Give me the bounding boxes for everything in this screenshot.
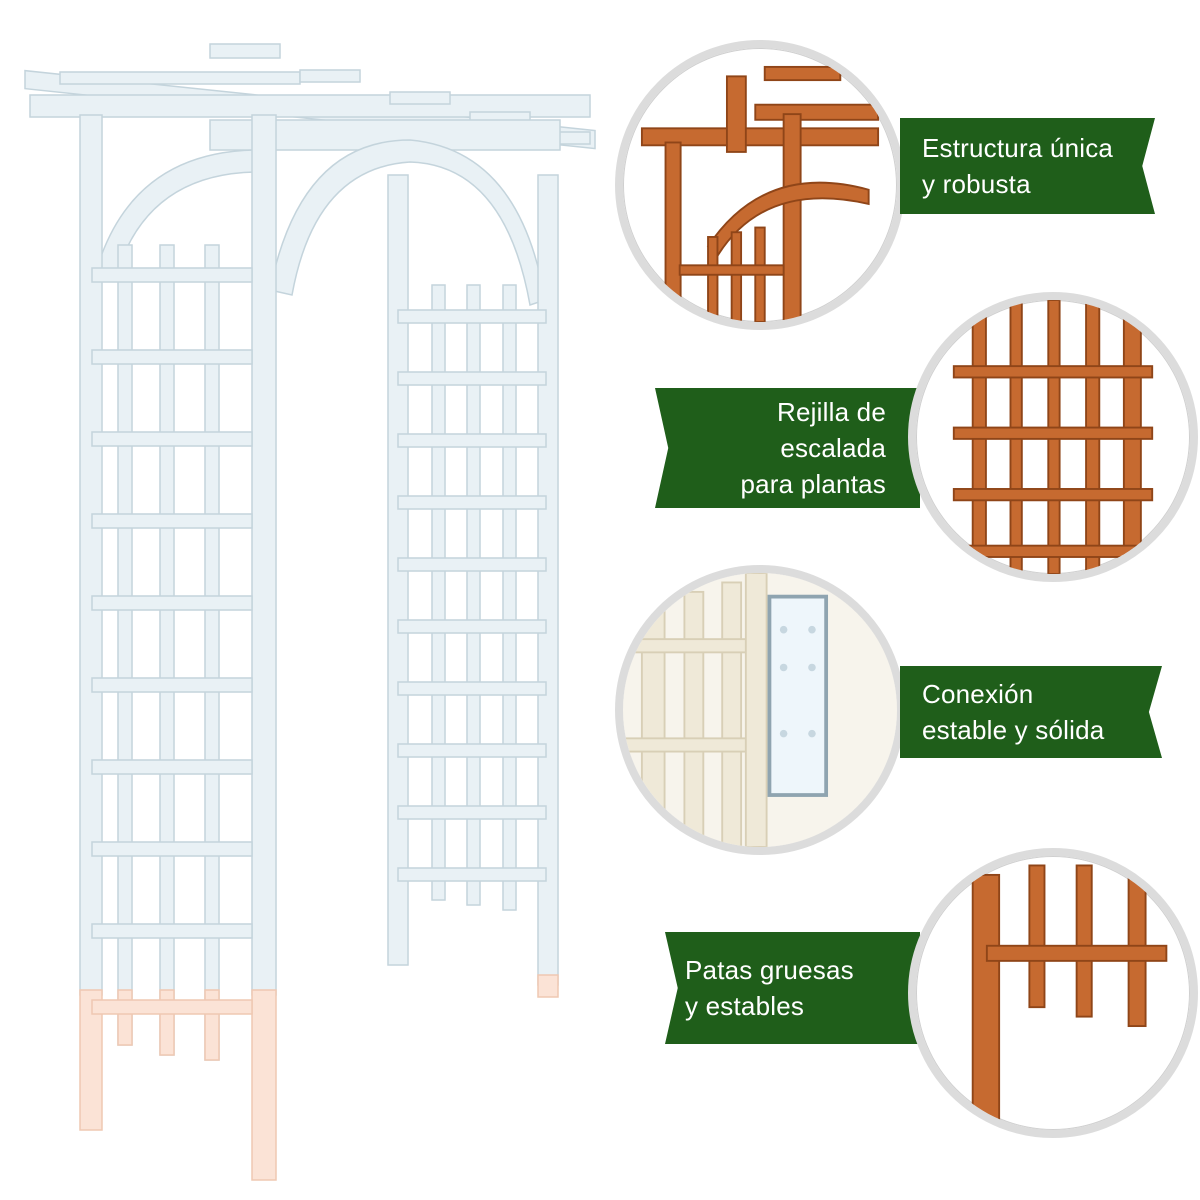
structure-detail-circle	[615, 40, 905, 330]
connection-detail-circle	[615, 565, 905, 855]
trellis-grid-detail-image	[952, 300, 1154, 574]
legs-detail-circle	[908, 848, 1198, 1138]
trellis-detail-circle	[908, 292, 1198, 582]
structure-label-banner: Estructura única y robusta	[900, 118, 1155, 214]
thick-legs-detail-image	[971, 864, 1168, 1130]
trellis-label-line-2: escalada	[780, 433, 886, 463]
trellis-label-banner: Rejilla de escalada para plantas	[655, 388, 920, 508]
legs-label-line-2: y estables	[685, 991, 805, 1021]
connection-label-line-2: estable y sólida	[922, 715, 1105, 745]
connection-label-banner: Conexión estable y sólida	[900, 666, 1162, 758]
trellis-label-line-1: Rejilla de	[777, 397, 886, 427]
structure-label-line-2: y robusta	[922, 169, 1031, 199]
trellis-label-line-3: para plantas	[740, 469, 886, 499]
connection-plate-detail-image	[623, 573, 897, 847]
legs-label-banner: Patas gruesas y estables	[665, 932, 920, 1044]
connection-label-line-1: Conexión	[922, 679, 1034, 709]
structure-label-line-1: Estructura única	[922, 133, 1114, 163]
top-structure-detail-image	[640, 65, 880, 322]
legs-label-line-1: Patas gruesas	[685, 955, 854, 985]
garden-arch-illustration	[24, 43, 596, 1181]
